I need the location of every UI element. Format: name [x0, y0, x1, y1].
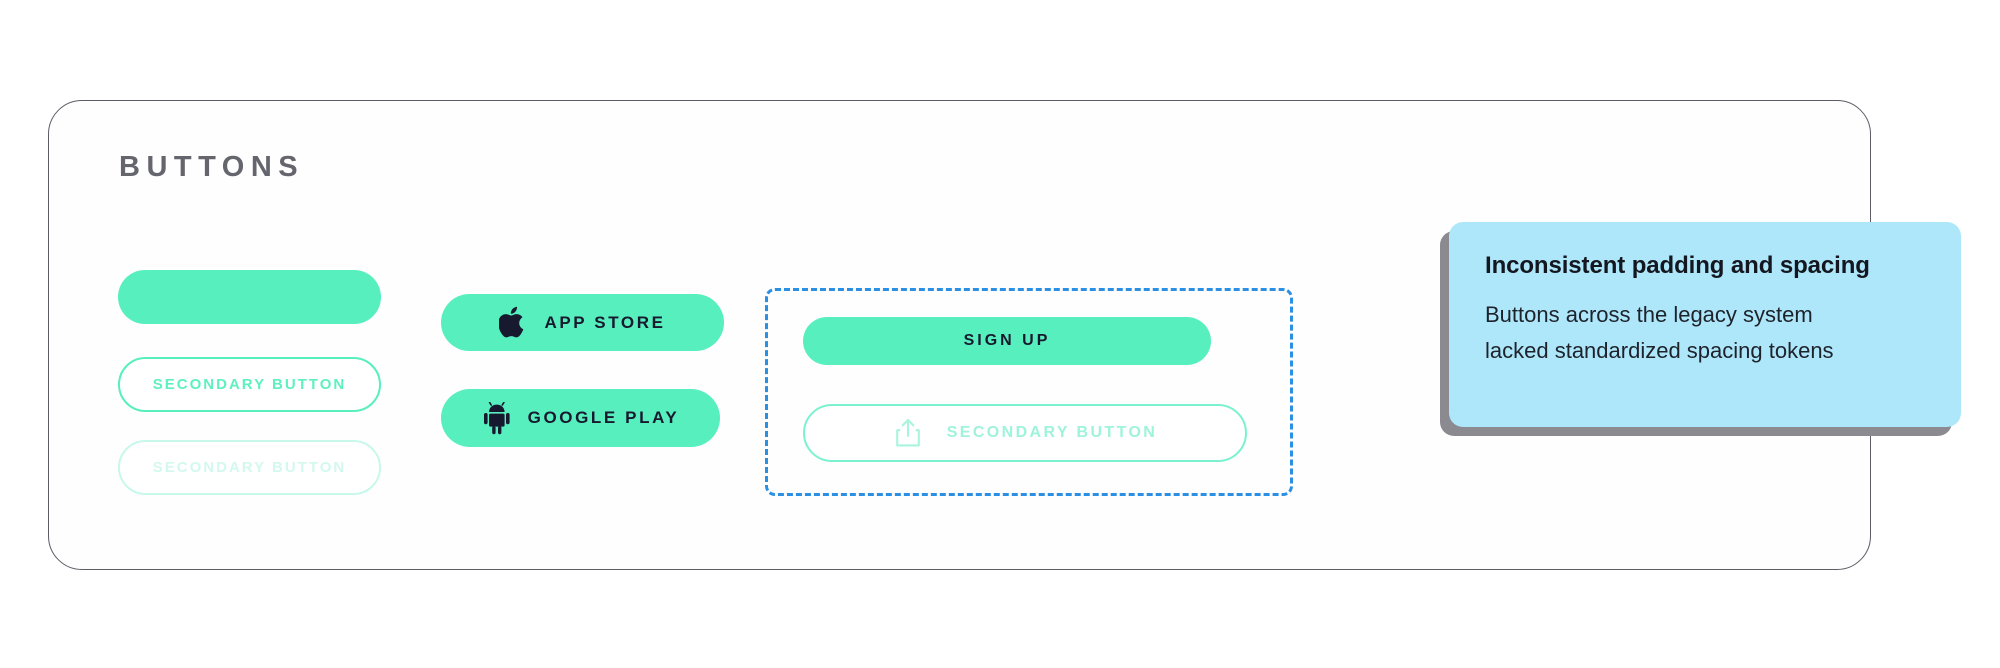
- secondary-button-label: SECONDARY BUTTON: [152, 376, 347, 393]
- share-icon: [893, 417, 923, 450]
- annotation-body-line-2: lacked standardized spacing tokens: [1485, 337, 1834, 363]
- secondary-share-button[interactable]: SECONDARY BUTTON: [803, 404, 1247, 462]
- sign-up-button[interactable]: SIGN UP: [803, 317, 1211, 365]
- google-play-label: GOOGLE PLAY: [527, 408, 680, 427]
- annotation-title: Inconsistent padding and spacing: [1485, 252, 1870, 279]
- google-play-button[interactable]: GOOGLE PLAY: [441, 389, 720, 447]
- dashed-selection-group[interactable]: [765, 288, 1293, 496]
- secondary-button-disabled[interactable]: SECONDARY BUTTON: [118, 440, 381, 495]
- page-title: BUTTONS: [119, 151, 305, 183]
- android-icon: [482, 401, 512, 435]
- app-store-label: APP STORE: [544, 312, 666, 332]
- secondary-share-button-label: SECONDARY BUTTON: [946, 424, 1158, 441]
- annotation-body: Buttons across the legacy system lacked …: [1485, 297, 1925, 368]
- apple-icon: [499, 306, 526, 339]
- secondary-button[interactable]: SECONDARY BUTTON: [118, 357, 381, 412]
- app-store-button[interactable]: APP STORE: [441, 294, 724, 351]
- annotation-body-line-1: Buttons across the legacy system: [1485, 302, 1813, 327]
- sign-up-label: SIGN UP: [963, 332, 1051, 349]
- secondary-button-disabled-label: SECONDARY BUTTON: [152, 459, 347, 476]
- primary-button[interactable]: [118, 270, 381, 324]
- annotation-callout: Inconsistent padding and spacing Buttons…: [1449, 222, 1961, 427]
